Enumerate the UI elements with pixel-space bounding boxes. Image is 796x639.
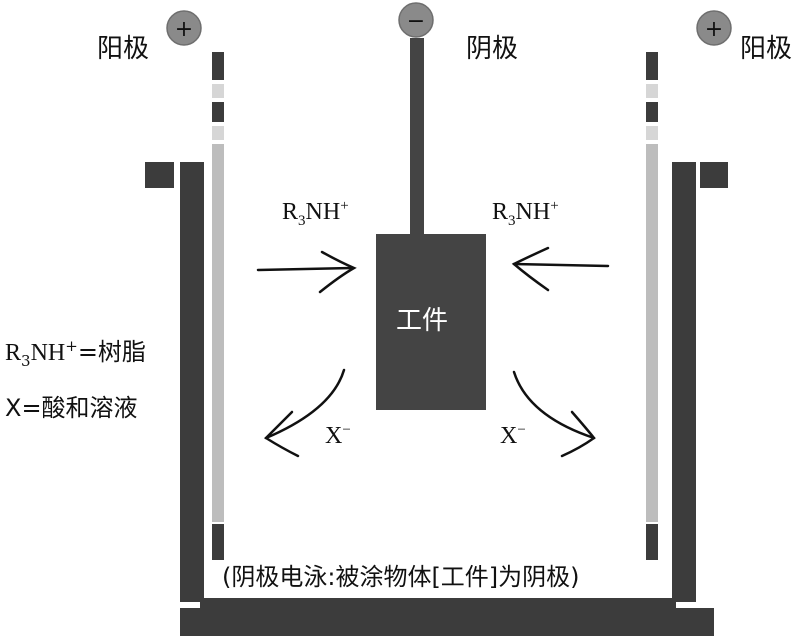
legend-resin: R3NH+=树脂: [5, 337, 146, 370]
anode-left-label: 阳极: [97, 34, 150, 64]
left-anode-rod-mid: [212, 102, 224, 122]
tank-bottom: [180, 608, 714, 636]
anion-label-left: X−: [325, 422, 351, 449]
cation-label-left: R3NH+: [282, 198, 349, 229]
tank-right-wall: [672, 162, 696, 602]
left-anode-sign: +: [175, 17, 193, 42]
left-anode-link-2: [212, 126, 224, 140]
anion-label-right: X−: [500, 422, 526, 449]
anion-arrows: [264, 368, 596, 458]
left-anode: [212, 52, 224, 560]
cation-label-right: R3NH+: [492, 198, 559, 229]
right-anode-rod-top: [646, 52, 658, 80]
cathode-sign: −: [407, 9, 425, 34]
right-anode-rod-mid: [646, 102, 658, 122]
tank-left-lip: [145, 162, 174, 188]
right-anode-link-2: [646, 126, 658, 140]
arrow-cation-right-head: [511, 246, 550, 292]
arrow-cation-left: [256, 266, 354, 272]
arrow-anion-left: [264, 368, 346, 440]
left-anode-plate: [212, 144, 224, 522]
arrow-anion-right-head: [560, 410, 596, 458]
right-anode: [646, 52, 658, 560]
arrow-cation-right: [512, 262, 610, 268]
tank-floor-inner: [200, 598, 676, 612]
arrow-anion-left-head: [264, 410, 300, 458]
arrow-anion-right: [512, 370, 596, 440]
left-anode-rod-bottom: [212, 524, 224, 560]
right-anode-rod-bottom: [646, 524, 658, 560]
right-anode-plate: [646, 144, 658, 522]
arrow-cation-left-head: [318, 250, 357, 294]
tank-right-lip: [700, 162, 728, 188]
right-anode-terminal: [696, 10, 732, 46]
tank-left-wall: [180, 162, 204, 602]
left-anode-rod-top: [212, 52, 224, 80]
right-anode-link: [646, 84, 658, 98]
legend-acid: X=酸和溶液: [5, 394, 138, 422]
workpiece: [376, 234, 486, 410]
left-anode-link: [212, 84, 224, 98]
cation-arrows: [256, 246, 610, 294]
cathode-rod: [410, 38, 424, 236]
workpiece-label: 工件: [396, 306, 449, 336]
left-anode-terminal: [166, 10, 202, 46]
right-anode-sign: +: [705, 17, 723, 42]
cathode-terminal: [398, 2, 434, 38]
anode-right-label: 阳极: [740, 34, 793, 64]
caption: (阴极电泳:被涂物体[工件]为阴极): [222, 563, 580, 591]
tank: [145, 162, 728, 636]
cathode-label: 阴极: [466, 34, 519, 64]
